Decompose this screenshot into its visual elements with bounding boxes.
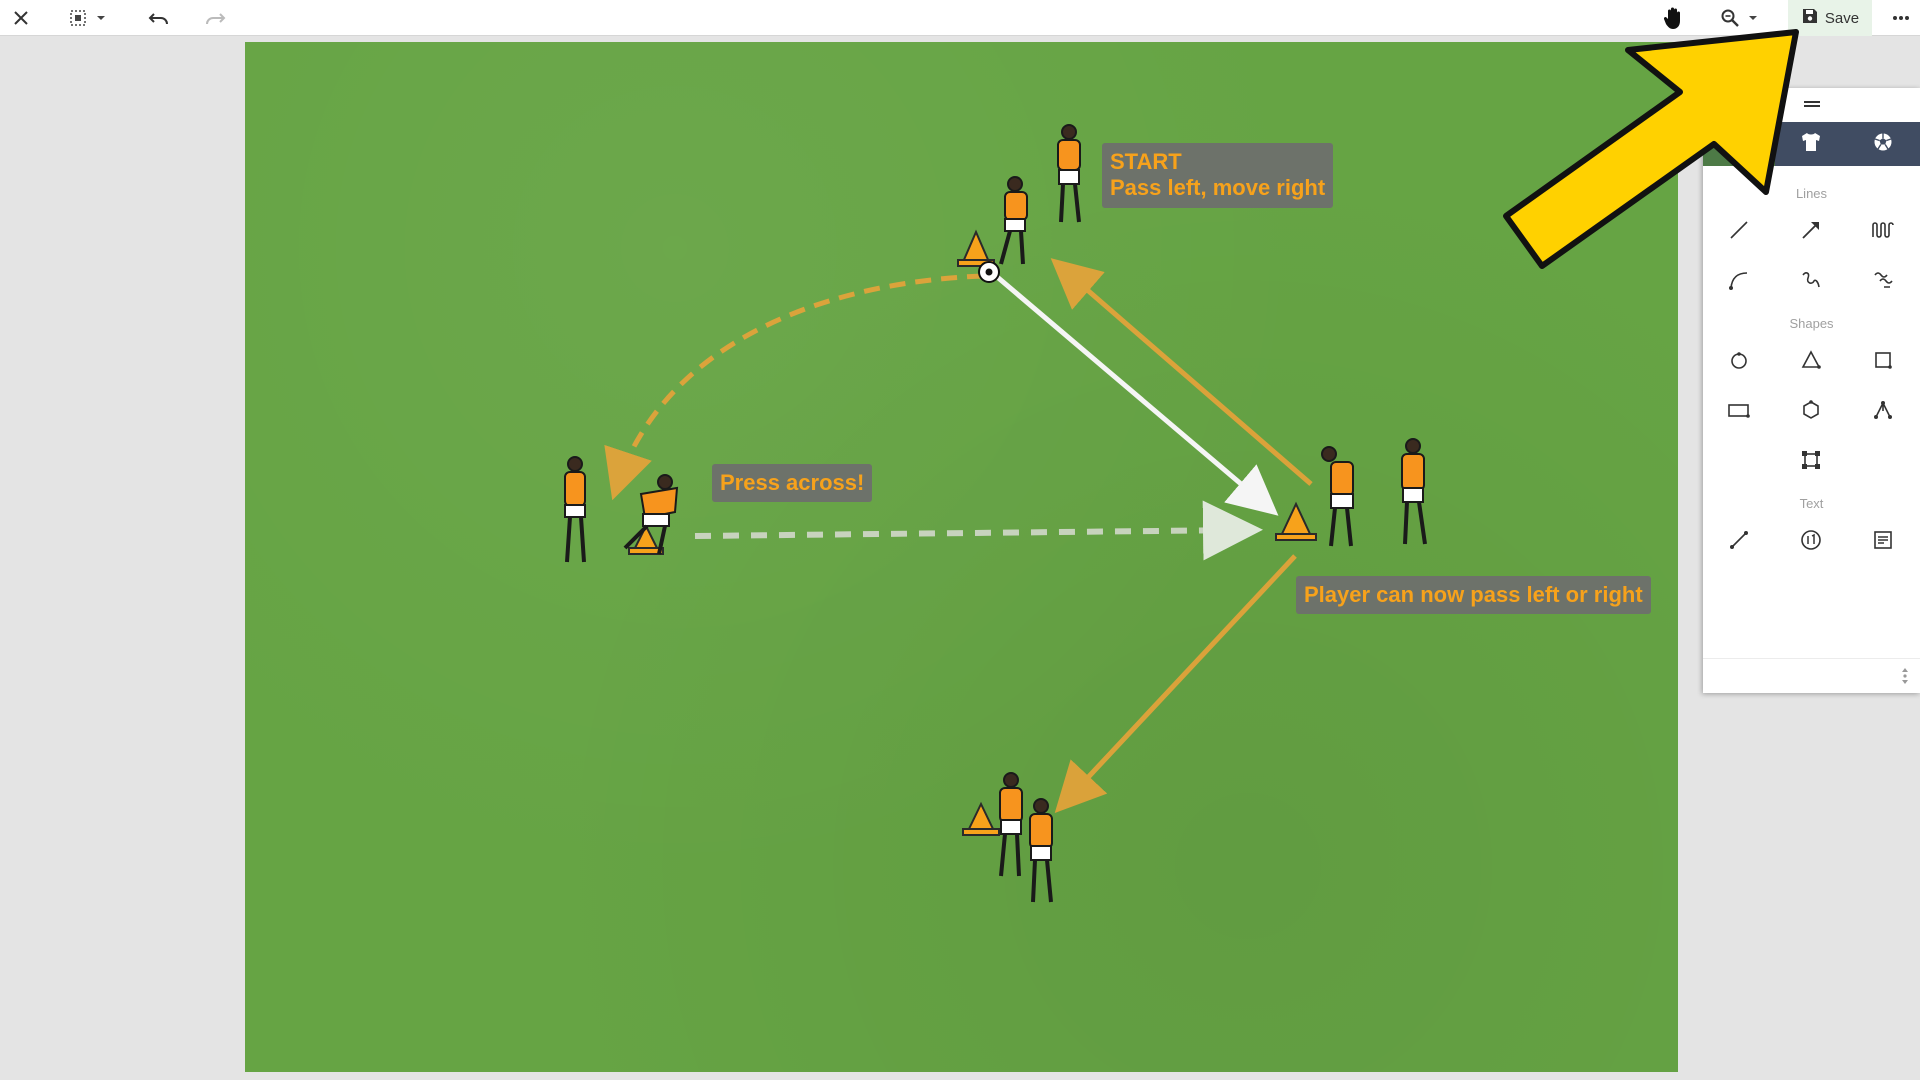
zigzag-line-icon xyxy=(1871,219,1895,246)
straight-line-icon xyxy=(1728,219,1750,246)
cone xyxy=(1275,501,1317,541)
freehand-line-tool[interactable] xyxy=(1863,264,1903,300)
polygon-shape-icon xyxy=(1800,399,1822,426)
cone xyxy=(957,229,995,267)
pass-arrow-white xyxy=(987,268,1279,516)
note-start-line1: START xyxy=(1110,149,1182,174)
curved-line-tool[interactable] xyxy=(1719,264,1759,300)
player-start-top xyxy=(1057,124,1081,223)
text-box-tool[interactable] xyxy=(1863,524,1903,560)
triangle-shape-tool[interactable] xyxy=(1791,344,1831,380)
player-left-pressing xyxy=(623,474,679,555)
tab-players[interactable] xyxy=(1775,122,1847,166)
tab-equipment[interactable] xyxy=(1847,122,1919,166)
triangle-shape-icon xyxy=(1800,349,1822,376)
panel-drag-handle[interactable] xyxy=(1703,88,1920,122)
highlight-arrow xyxy=(1503,29,1799,269)
more-icon[interactable] xyxy=(1886,0,1916,36)
save-icon xyxy=(1801,7,1819,29)
node-shape-tool[interactable] xyxy=(1863,394,1903,430)
square-shape-tool[interactable] xyxy=(1863,344,1903,380)
player-left-standing xyxy=(564,456,586,563)
arrow-line-tool[interactable] xyxy=(1791,214,1831,250)
freehand-line-icon xyxy=(1872,269,1894,296)
option-pass-orange xyxy=(1054,554,1297,813)
arrow-line-icon xyxy=(1800,219,1822,246)
ball-icon xyxy=(1873,132,1893,157)
close-icon[interactable] xyxy=(4,0,38,36)
ball xyxy=(978,261,1000,283)
player-bottom-1 xyxy=(999,772,1023,877)
text-line-tool[interactable] xyxy=(1719,524,1759,560)
player-right-1 xyxy=(1321,446,1354,547)
square-shape-icon xyxy=(1872,349,1894,376)
run-arrow-orange xyxy=(1050,258,1313,486)
bounding-shape-tool[interactable] xyxy=(1791,444,1831,480)
bounding-shape-icon xyxy=(1800,449,1822,476)
section-lines-label: Lines xyxy=(1795,186,1828,201)
rectangle-shape-icon xyxy=(1727,399,1751,426)
top-toolbar: Save xyxy=(0,0,1920,36)
squiggle-line-tool[interactable] xyxy=(1791,264,1831,300)
note-start[interactable]: START Pass left, move right xyxy=(1102,143,1334,208)
chevron-down-icon[interactable] xyxy=(94,0,108,36)
panel-footer xyxy=(1703,658,1920,693)
squiggle-line-icon xyxy=(1800,269,1822,296)
note-pass[interactable]: Player can now pass left or right xyxy=(1296,576,1651,615)
cone xyxy=(962,801,1000,836)
note-start-line2: Pass left, move right xyxy=(1110,175,1326,201)
curved-line-icon xyxy=(1728,269,1750,296)
zoom-chevron-icon[interactable] xyxy=(1746,0,1760,36)
resize-handle-icon[interactable] xyxy=(1900,667,1910,690)
note-press[interactable]: Press across! xyxy=(712,464,873,503)
cone xyxy=(628,523,664,555)
text-line-icon xyxy=(1728,529,1750,556)
shirt-icon xyxy=(1800,132,1822,157)
rectangle-shape-tool[interactable] xyxy=(1719,394,1759,430)
straight-line-tool[interactable] xyxy=(1719,214,1759,250)
player-bottom-2 xyxy=(1029,798,1053,903)
zigzag-line-tool[interactable] xyxy=(1863,214,1903,250)
undo-icon[interactable] xyxy=(144,0,174,36)
select-icon[interactable] xyxy=(64,0,92,36)
number-badge-icon xyxy=(1799,528,1823,557)
save-button[interactable]: Save xyxy=(1788,0,1872,36)
zoom-icon[interactable] xyxy=(1716,0,1744,36)
menu-handle-icon xyxy=(1803,96,1821,114)
curved-pass-dashed xyxy=(604,273,984,501)
hand-icon[interactable] xyxy=(1658,0,1688,36)
node-shape-icon xyxy=(1872,399,1894,426)
circle-shape-tool[interactable] xyxy=(1719,344,1759,380)
grass-texture xyxy=(245,42,1678,1072)
text-box-icon xyxy=(1872,529,1894,556)
dashed-run-white xyxy=(694,500,1263,561)
circle-shape-icon xyxy=(1728,349,1750,376)
save-label: Save xyxy=(1824,9,1860,27)
player-right-2 xyxy=(1401,438,1427,545)
player-start-dribbler xyxy=(999,176,1028,265)
polygon-shape-tool[interactable] xyxy=(1791,394,1831,430)
redo-icon[interactable] xyxy=(200,0,230,36)
highlight-arrow-shape xyxy=(1503,29,1799,269)
tool-panel: Lines Shapes Text xyxy=(1703,88,1920,693)
drill-canvas[interactable]: START Pass left, move right Press across… xyxy=(245,42,1678,1072)
section-text-label: Text xyxy=(1799,496,1824,511)
section-shapes-label: Shapes xyxy=(1789,316,1834,331)
drill-drawing xyxy=(564,124,1427,903)
number-badge-tool[interactable] xyxy=(1791,524,1831,560)
